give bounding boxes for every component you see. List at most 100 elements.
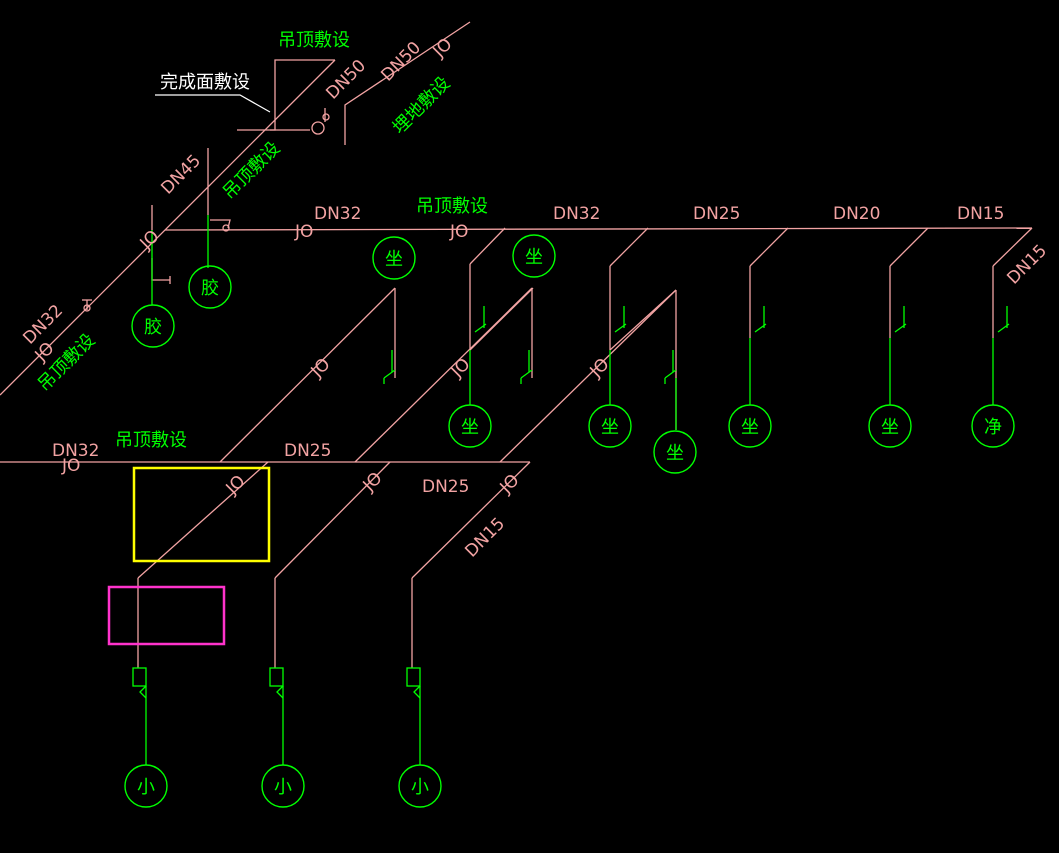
- label-jo-riser: JO: [136, 226, 164, 254]
- fixture-toilet-3[interactable]: 坐: [448, 404, 492, 448]
- label-jo-diag-5: JO: [359, 468, 387, 496]
- svg-text:坐: 坐: [881, 417, 899, 438]
- fixture-connections: [132, 215, 1010, 765]
- label-buried-lay: 埋地敷设: [389, 73, 455, 139]
- svg-text:净: 净: [984, 417, 1002, 438]
- svg-text:坐: 坐: [741, 417, 759, 438]
- label-jo-lower: JO: [61, 456, 80, 476]
- svg-text:坐: 坐: [601, 417, 619, 438]
- label-jo-diag-1: JO: [307, 354, 335, 382]
- fixture-toilet-2[interactable]: 坐: [512, 234, 556, 278]
- svg-text:坐: 坐: [461, 417, 479, 438]
- diag-short-1: [469, 287, 534, 351]
- lower-diag-1: [137, 461, 269, 579]
- label-dn20-main: DN20: [833, 204, 880, 224]
- flush-z-2: [276, 685, 284, 699]
- flush-z-3: [413, 685, 421, 699]
- label-dn15-lower: DN15: [461, 514, 509, 562]
- fixture-urinal-1[interactable]: 小: [124, 764, 168, 808]
- label-dn32-main-b: DN32: [553, 204, 600, 224]
- valve-stub-1: [210, 219, 231, 229]
- svg-text:小: 小: [274, 777, 292, 798]
- angle-valve-8: [997, 306, 1010, 333]
- label-dn32-lower: DN32: [52, 441, 99, 461]
- fixture-toilet-1[interactable]: 坐: [372, 236, 416, 280]
- branch-diag-1: [469, 227, 506, 265]
- svg-text:坐: 坐: [385, 249, 403, 270]
- branch-diag-5: [992, 227, 1033, 267]
- angle-valve-4: [474, 306, 487, 333]
- label-dn15-main: DN15: [957, 204, 1004, 224]
- label-dn50-b: DN50: [377, 38, 425, 86]
- diag-long-2: [354, 287, 533, 463]
- label-dn15-end: DN15: [1003, 241, 1051, 289]
- label-dn25-main: DN25: [693, 204, 740, 224]
- label-dn25-lower-b: DN25: [422, 477, 469, 497]
- label-jo-top: JO: [429, 34, 457, 62]
- diag-short-2: [609, 289, 677, 351]
- fixture-cleanout[interactable]: 净: [971, 404, 1015, 448]
- valve-circle-4: [83, 304, 91, 312]
- label-dn32-main: DN32: [314, 204, 361, 224]
- label-dn25-lower: DN25: [284, 441, 331, 461]
- flush-valve-3: [406, 667, 421, 687]
- flush-z-1: [139, 685, 147, 699]
- buried-pipe: [344, 21, 471, 145]
- branch-diag-3: [749, 227, 789, 267]
- fixture-urinal-2[interactable]: 小: [261, 764, 305, 808]
- angle-valve-7: [894, 306, 907, 333]
- valves: [83, 113, 330, 312]
- fixture-toilet-5[interactable]: 坐: [653, 430, 697, 474]
- highlight-box-yellow: [132, 466, 271, 563]
- diag-long-1: [219, 287, 396, 463]
- label-dn50: DN50: [322, 56, 370, 104]
- highlight-box-magenta: [107, 585, 226, 646]
- lower-diag-3: [411, 461, 531, 579]
- svg-text:小: 小: [411, 777, 429, 798]
- fixture-washbasin-1[interactable]: 胶: [188, 265, 232, 309]
- lower-diag-2: [274, 461, 391, 579]
- label-ceiling-lay-riser: 吊顶敷设: [219, 138, 285, 204]
- valve-circle-2: [322, 113, 330, 121]
- top-riser-pipe: [237, 59, 335, 131]
- label-dn45: DN45: [157, 151, 205, 199]
- left-valve-stem: [151, 258, 170, 281]
- svg-text:小: 小: [137, 777, 155, 798]
- branch-diag-4: [889, 227, 929, 267]
- label-finish-surface-lay: 完成面敷设: [160, 72, 250, 93]
- label-jo-main-2: JO: [449, 222, 468, 242]
- valve-circle-1: [311, 121, 325, 135]
- svg-text:胶: 胶: [144, 317, 162, 338]
- fixture-toilet-6[interactable]: 坐: [728, 404, 772, 448]
- label-jo-main-1: JO: [294, 222, 313, 242]
- main-horizontal-pipe: [164, 227, 1033, 231]
- fixture-toilet-4[interactable]: 坐: [588, 404, 632, 448]
- fixture-washbasin-2[interactable]: 胶: [131, 304, 175, 348]
- label-ceiling-lay-lower: 吊顶敷设: [115, 430, 187, 451]
- valve-circle-3: [222, 224, 230, 232]
- svg-text:坐: 坐: [666, 443, 684, 464]
- flush-valve-2: [269, 667, 284, 687]
- pipe-network: [0, 21, 1033, 668]
- angle-valve-3: [664, 350, 677, 384]
- label-ceiling-lay-main: 吊顶敷设: [416, 196, 488, 217]
- diag-long-3: [499, 289, 677, 463]
- fixture-toilet-7[interactable]: 坐: [868, 404, 912, 448]
- label-ceiling-lay-top: 吊顶敷设: [278, 30, 350, 51]
- svg-text:胶: 胶: [201, 278, 219, 299]
- angle-valve-1: [383, 350, 396, 384]
- angle-valve-2: [520, 350, 533, 384]
- svg-text:坐: 坐: [525, 247, 543, 268]
- angle-valve-6: [754, 306, 767, 333]
- annotations: 吊顶敷设 完成面敷设 DN50 DN50 JO 埋地敷设 DN45 吊顶敷设 D…: [19, 30, 1051, 562]
- branch-diag-2: [609, 227, 649, 267]
- leader-line: [155, 94, 271, 113]
- fixture-urinal-3[interactable]: 小: [398, 764, 442, 808]
- main-diagonal-pipe: [0, 59, 336, 396]
- label-jo-lower-right: JO: [496, 470, 524, 498]
- label-jo-diag-4: JO: [222, 471, 250, 499]
- flush-valve-1: [132, 667, 147, 687]
- angle-valve-5: [614, 306, 627, 333]
